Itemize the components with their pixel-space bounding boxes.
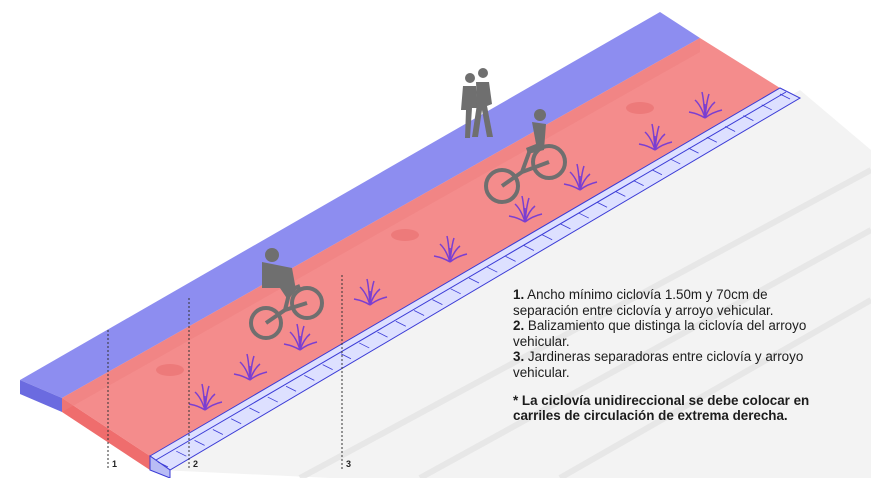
curb-tick: [450, 288, 461, 295]
planter-row: [188, 91, 723, 411]
note-2-num: 2.: [513, 318, 525, 334]
plant-leaf: [204, 401, 223, 411]
legend-notes: 1. Ancho mínimo ciclovía 1.50m y 70cm de…: [513, 287, 871, 424]
warning-line-2: carriles de circulación de extrema derec…: [513, 408, 788, 424]
curb-tick: [560, 223, 571, 230]
curb-tick: [194, 439, 205, 446]
note-1-text: Ancho mínimo ciclovía 1.50m y 70cm de: [524, 287, 768, 302]
plant-leaf: [283, 343, 301, 351]
warning-line-1: * La ciclovía unidireccional se debe col…: [513, 392, 810, 408]
cyclist-rider: [526, 109, 546, 154]
curb-tick: [468, 277, 480, 284]
curb-tick: [688, 147, 699, 154]
curb-tick: [157, 461, 169, 468]
curb-tick: [322, 364, 333, 370]
plant-leaf: [353, 298, 371, 306]
bike-lane: [62, 38, 780, 456]
plant-leaf: [249, 371, 268, 381]
note-3: 3. Jardineras separadoras entre ciclovía…: [513, 349, 871, 365]
curb-tick: [487, 266, 498, 273]
plant-icon: [283, 323, 318, 351]
curb-tick: [633, 180, 644, 186]
curb-tick: [761, 104, 772, 111]
pedestrian-icon: [461, 68, 493, 138]
lane-symbols: [156, 102, 654, 376]
sidewalk-top: [20, 12, 700, 398]
road-shading: [298, 167, 871, 478]
curb-tick: [706, 136, 718, 143]
curb-tick: [413, 310, 425, 316]
curb-tick: [340, 353, 352, 360]
separator-curb-front: [149, 455, 171, 478]
curb-tick: [779, 93, 791, 100]
note-1-cont: separación entre ciclovía y arroyo vehic…: [513, 302, 774, 318]
plant-icon: [688, 91, 723, 119]
plant-icon: [508, 195, 543, 223]
plant-leaf: [704, 109, 723, 119]
curb-tick: [432, 299, 443, 306]
plant-icon: [638, 123, 673, 151]
plant-icon: [353, 278, 388, 306]
note-2: 2. Balizamiento que distinga la ciclovía…: [513, 318, 871, 334]
plant-leaf: [638, 143, 656, 151]
curb-tick: [395, 320, 407, 327]
curb-tick: [651, 169, 663, 176]
note-1: 1. Ancho mínimo ciclovía 1.50m y 70cm de: [513, 287, 871, 303]
marker-1: 1: [112, 459, 118, 469]
curb-tick: [230, 418, 242, 425]
note-3-num: 3.: [513, 349, 525, 365]
plant-leaf: [508, 215, 526, 223]
curb-tick: [541, 234, 553, 241]
curb-tick: [523, 245, 535, 251]
curb-tick: [304, 375, 315, 381]
curb-tick: [743, 115, 754, 122]
curb-tick: [724, 126, 736, 132]
curb-tick: [359, 342, 370, 349]
note-2-text: Balizamiento que distinga la ciclovía de…: [524, 318, 807, 334]
plant-leaf: [299, 341, 318, 351]
curb-tick: [505, 255, 516, 262]
plant-leaf: [524, 213, 543, 223]
cyclist-rider-2: [262, 248, 296, 300]
plant-leaf: [654, 141, 673, 151]
curb-tick: [212, 429, 224, 435]
curb-tick: [578, 212, 589, 219]
curb-tick: [596, 201, 608, 208]
note-3-text: Jardineras separadoras entre ciclovía y …: [524, 349, 804, 365]
plant-leaf: [233, 373, 251, 381]
measure-lines: [107, 275, 343, 470]
curb-tick: [267, 396, 278, 403]
curb-tick: [615, 191, 626, 197]
note-1-num: 1.: [513, 287, 525, 302]
marker-2: 2: [193, 459, 199, 469]
plant-icon: [233, 353, 268, 381]
note-3-cont: vehicular.: [513, 364, 570, 380]
curb-tick: [377, 331, 388, 338]
plant-icon: [433, 235, 468, 263]
curb-ticks: [157, 93, 791, 468]
curb-tick: [176, 450, 187, 457]
plant-leaf: [449, 253, 468, 263]
marker-3: 3: [346, 459, 352, 469]
road-surface: [160, 90, 871, 478]
plant-icon: [188, 383, 223, 411]
curb-tick: [670, 158, 681, 165]
plant-leaf: [188, 403, 206, 411]
curb-tick: [285, 385, 297, 392]
curb-tick: [249, 407, 260, 414]
plant-icon: [563, 163, 598, 191]
plant-leaf: [688, 111, 706, 119]
curb-line: [155, 91, 787, 461]
bike-lane-edge: [62, 398, 150, 470]
sidewalk-edge: [20, 380, 62, 412]
plant-leaf: [433, 255, 451, 263]
plant-leaf: [563, 183, 581, 191]
plant-leaf: [369, 296, 388, 306]
plant-leaf: [579, 181, 598, 191]
note-2-cont: vehicular.: [513, 333, 570, 349]
